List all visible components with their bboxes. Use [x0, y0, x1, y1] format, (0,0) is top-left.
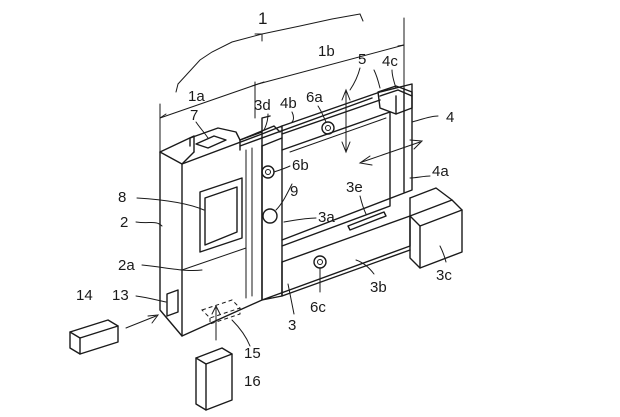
label-3a: 3a	[318, 209, 335, 226]
label-7: 7	[190, 107, 198, 124]
screw-6a	[321, 121, 335, 135]
label-4c: 4c	[382, 53, 398, 70]
leader-lines	[135, 67, 447, 347]
motion-arrows	[341, 88, 424, 166]
dimension-lines	[159, 13, 405, 153]
label-1a: 1a	[188, 88, 205, 105]
label-3e: 3e	[346, 179, 363, 196]
button-9	[262, 208, 278, 224]
label-15: 15	[244, 345, 261, 362]
label-3b: 3b	[370, 279, 387, 296]
label-6c: 6c	[310, 299, 326, 316]
grip-housing-2	[159, 127, 263, 337]
cartridge-14	[69, 314, 160, 355]
label-14: 14	[76, 287, 93, 304]
screw-6b	[261, 165, 275, 179]
label-3: 3	[288, 317, 296, 334]
label-1b: 1b	[318, 43, 335, 60]
label-4: 4	[446, 109, 454, 126]
label-3d: 3d	[254, 97, 271, 114]
panel-4	[239, 83, 413, 247]
label-4b: 4b	[280, 95, 297, 112]
label-16: 16	[244, 373, 261, 390]
frame-3	[239, 115, 463, 301]
label-6a: 6a	[306, 89, 323, 106]
label-13: 13	[112, 287, 129, 304]
label-6b: 6b	[292, 157, 309, 174]
label-5: 5	[358, 51, 366, 68]
label-9: 9	[290, 183, 298, 200]
label-1: 1	[258, 9, 267, 28]
label-8: 8	[118, 189, 126, 206]
label-2a: 2a	[118, 257, 135, 274]
reference-labels: 1 1a 1b 2 2a 3 3a 3b 3c 3d 3e 4 4a 4b 4c…	[76, 9, 454, 390]
label-3c: 3c	[436, 267, 452, 284]
screw-6c	[313, 255, 327, 269]
label-2: 2	[120, 214, 128, 231]
card-16	[195, 304, 233, 411]
label-4a: 4a	[432, 163, 449, 180]
